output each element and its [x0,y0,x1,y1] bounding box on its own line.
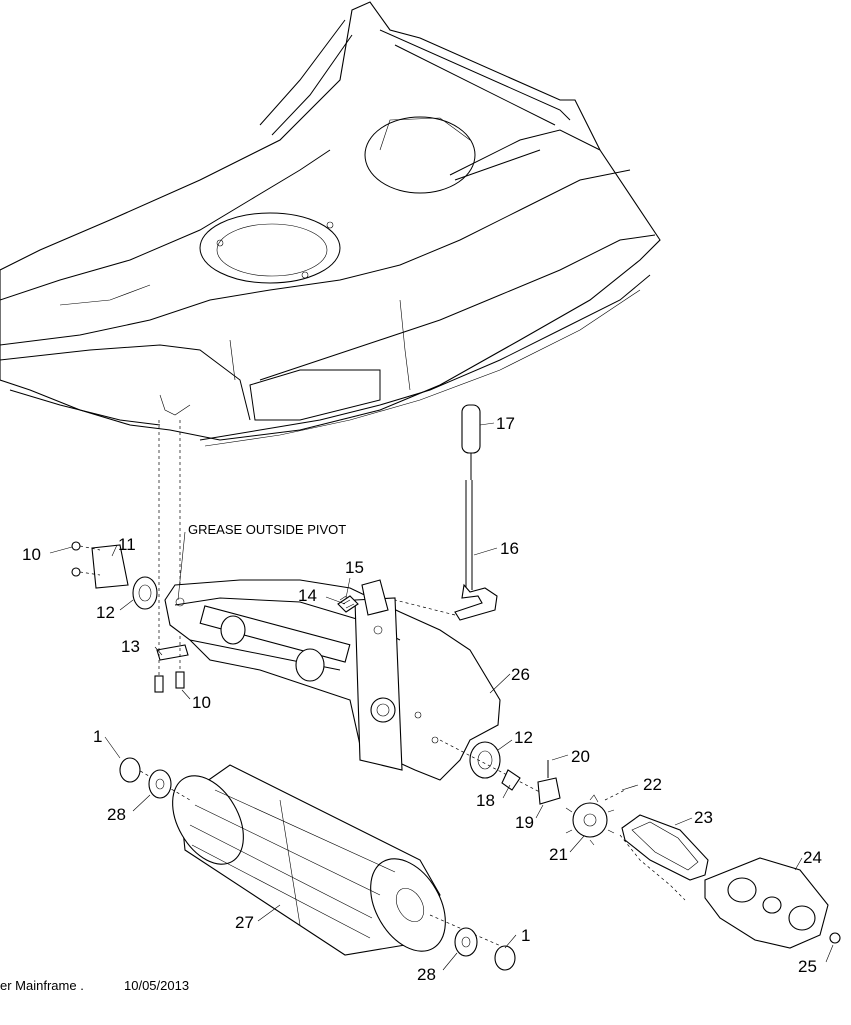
callout-28: 28 [417,965,436,984]
callout-10: 10 [192,693,211,712]
mainframe [164,579,501,781]
callout-27: 27 [235,913,254,932]
callout-10: 10 [22,545,41,564]
callout-20: 20 [571,747,590,766]
callout-23: 23 [694,808,713,827]
callout-17: 17 [496,414,515,433]
callout-labels: 10 11 12 13 10 15 14 16 17 26 12 20 22 1… [22,414,822,984]
callout-15: 15 [345,558,364,577]
callout-18: 18 [476,791,495,810]
footer-title: er Mainframe . [0,978,84,993]
callout-12: 12 [514,728,533,747]
callout-14: 14 [298,586,317,605]
callout-19: 19 [515,813,534,832]
footer-date: 10/05/2013 [124,978,189,993]
callout-28: 28 [107,805,126,824]
callout-12: 12 [96,603,115,622]
callout-1: 1 [93,727,102,746]
chain-cover [704,857,841,949]
callout-1: 1 [521,926,530,945]
callout-13: 13 [121,637,140,656]
callout-26: 26 [511,665,530,684]
height-adjust-lever [394,404,498,621]
callout-22: 22 [643,775,662,794]
grease-note: GREASE OUTSIDE PIVOT [188,522,346,537]
pivot-bracket-assembly [71,420,189,693]
callout-16: 16 [500,539,519,558]
drive-chain [619,814,709,901]
drive-side-parts [439,739,626,846]
callout-21: 21 [549,845,568,864]
callout-24: 24 [803,848,822,867]
mower-deck-housing [0,1,661,447]
callout-25: 25 [798,957,817,976]
rear-roller [119,757,516,971]
leader-lines [49,422,834,971]
callout-11: 11 [118,535,136,554]
